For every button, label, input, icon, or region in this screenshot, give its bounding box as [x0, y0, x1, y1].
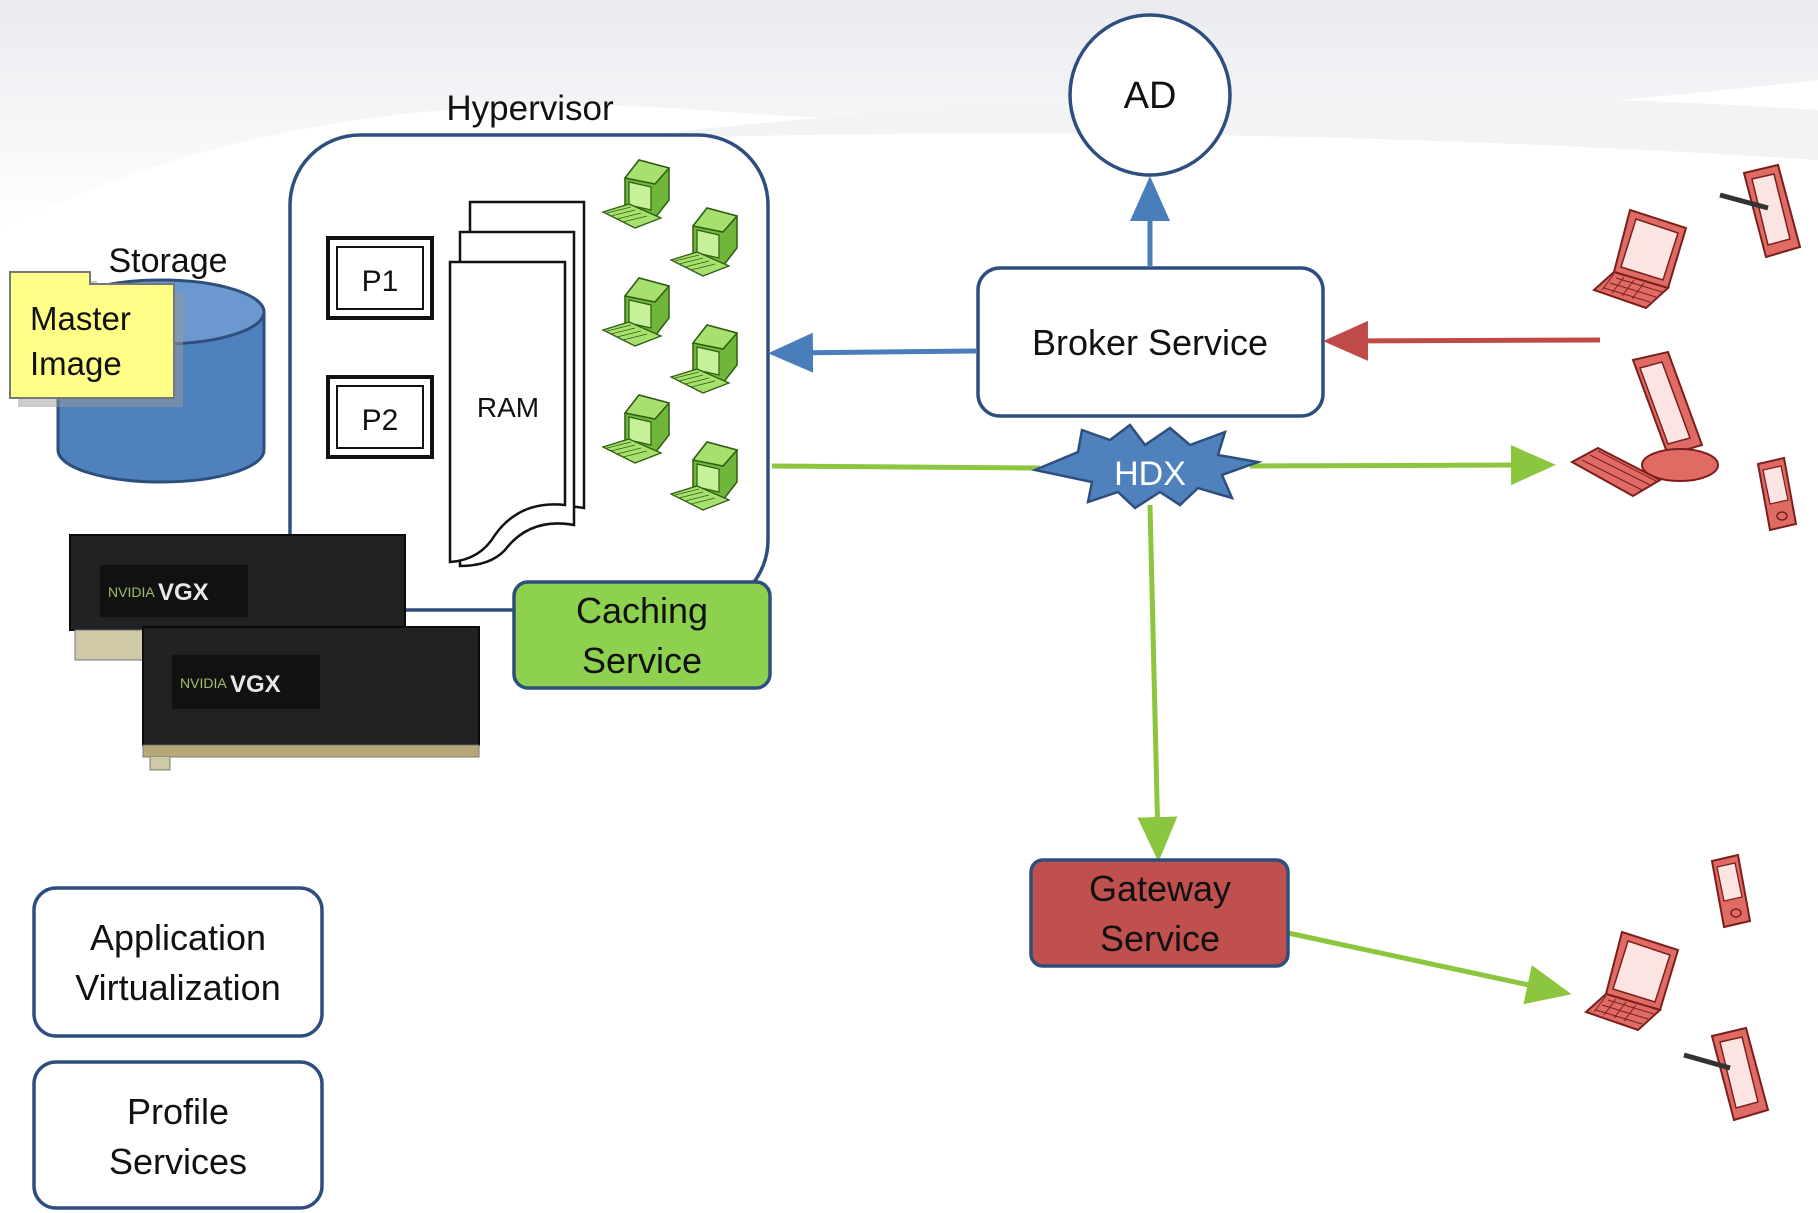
- hdx-label: HDX: [1114, 455, 1186, 493]
- profile-services-line2: Services: [109, 1141, 247, 1182]
- ram-stack: RAM: [448, 200, 586, 568]
- profile-services-line1: Profile: [127, 1091, 229, 1132]
- caching-service-line2: Service: [582, 640, 702, 681]
- hypervisor-label: Hypervisor: [446, 89, 614, 128]
- arrow-clients-to-broker: [1323, 320, 1601, 361]
- caching-service: Caching Service: [512, 580, 772, 690]
- broker-service-label: Broker Service: [1032, 322, 1268, 363]
- profile-services: Profile Services: [32, 1060, 324, 1210]
- gpu-brand-1: NVIDIA: [108, 584, 155, 600]
- processor-p1: P1: [326, 236, 434, 320]
- hdx-burst: HDX: [1030, 423, 1263, 510]
- client-devices-bottom: [1585, 854, 1769, 1121]
- master-image-line1: Master: [30, 300, 131, 337]
- app-virtualization-line1: Application: [90, 917, 266, 958]
- p2-label: P2: [362, 404, 399, 437]
- laptop-icon: [1593, 209, 1687, 309]
- desktop-monitor-icon: [1631, 350, 1719, 482]
- tablet-icon: [1743, 164, 1801, 258]
- ad-label: AD: [1124, 75, 1177, 117]
- arrow-gateway-to-clients: [1287, 930, 1572, 1005]
- vgx-label-2: VGX: [230, 671, 281, 698]
- storage-label: Storage: [108, 242, 227, 280]
- stylus-icon: [1719, 192, 1769, 211]
- arrow-broker-to-hypervisor: [768, 332, 977, 373]
- gpu-brand-2: NVIDIA: [180, 675, 227, 691]
- application-virtualization: Application Virtualization: [32, 886, 324, 1038]
- gateway-service-line1: Gateway: [1089, 868, 1231, 909]
- nvidia-vgx-card-1: NVIDIA VGX: [69, 534, 406, 661]
- arrow-hdx-to-clients: [1249, 445, 1556, 486]
- gateway-service-line2: Service: [1100, 918, 1220, 959]
- master-image-line2: Image: [30, 345, 122, 382]
- tablet-icon: [1711, 1027, 1769, 1121]
- arrow-hdx-to-gateway: [1137, 504, 1178, 862]
- stylus-icon: [1683, 1052, 1731, 1071]
- master-image-note: Master Image: [9, 271, 183, 407]
- arrow-hypervisor-to-hdx: [771, 463, 1041, 471]
- laptop-icon: [1585, 931, 1679, 1031]
- background-swoosh: [0, 0, 1818, 230]
- gateway-service: Gateway Service: [1029, 858, 1290, 968]
- processor-p2: P2: [326, 375, 434, 459]
- vgx-label-1: VGX: [158, 579, 209, 606]
- nvidia-vgx-card-2: NVIDIA VGX: [142, 626, 480, 771]
- phone-icon: [1711, 854, 1751, 928]
- phone-icon: [1757, 457, 1797, 531]
- active-directory-node: AD: [1068, 13, 1232, 177]
- client-devices-top: [1569, 164, 1801, 531]
- ram-label: RAM: [477, 392, 539, 423]
- caching-service-line1: Caching: [576, 590, 708, 631]
- app-virtualization-line2: Virtualization: [75, 967, 280, 1008]
- keyboard-icon: [1569, 446, 1663, 498]
- broker-service: Broker Service: [976, 266, 1325, 418]
- p1-label: P1: [362, 265, 399, 298]
